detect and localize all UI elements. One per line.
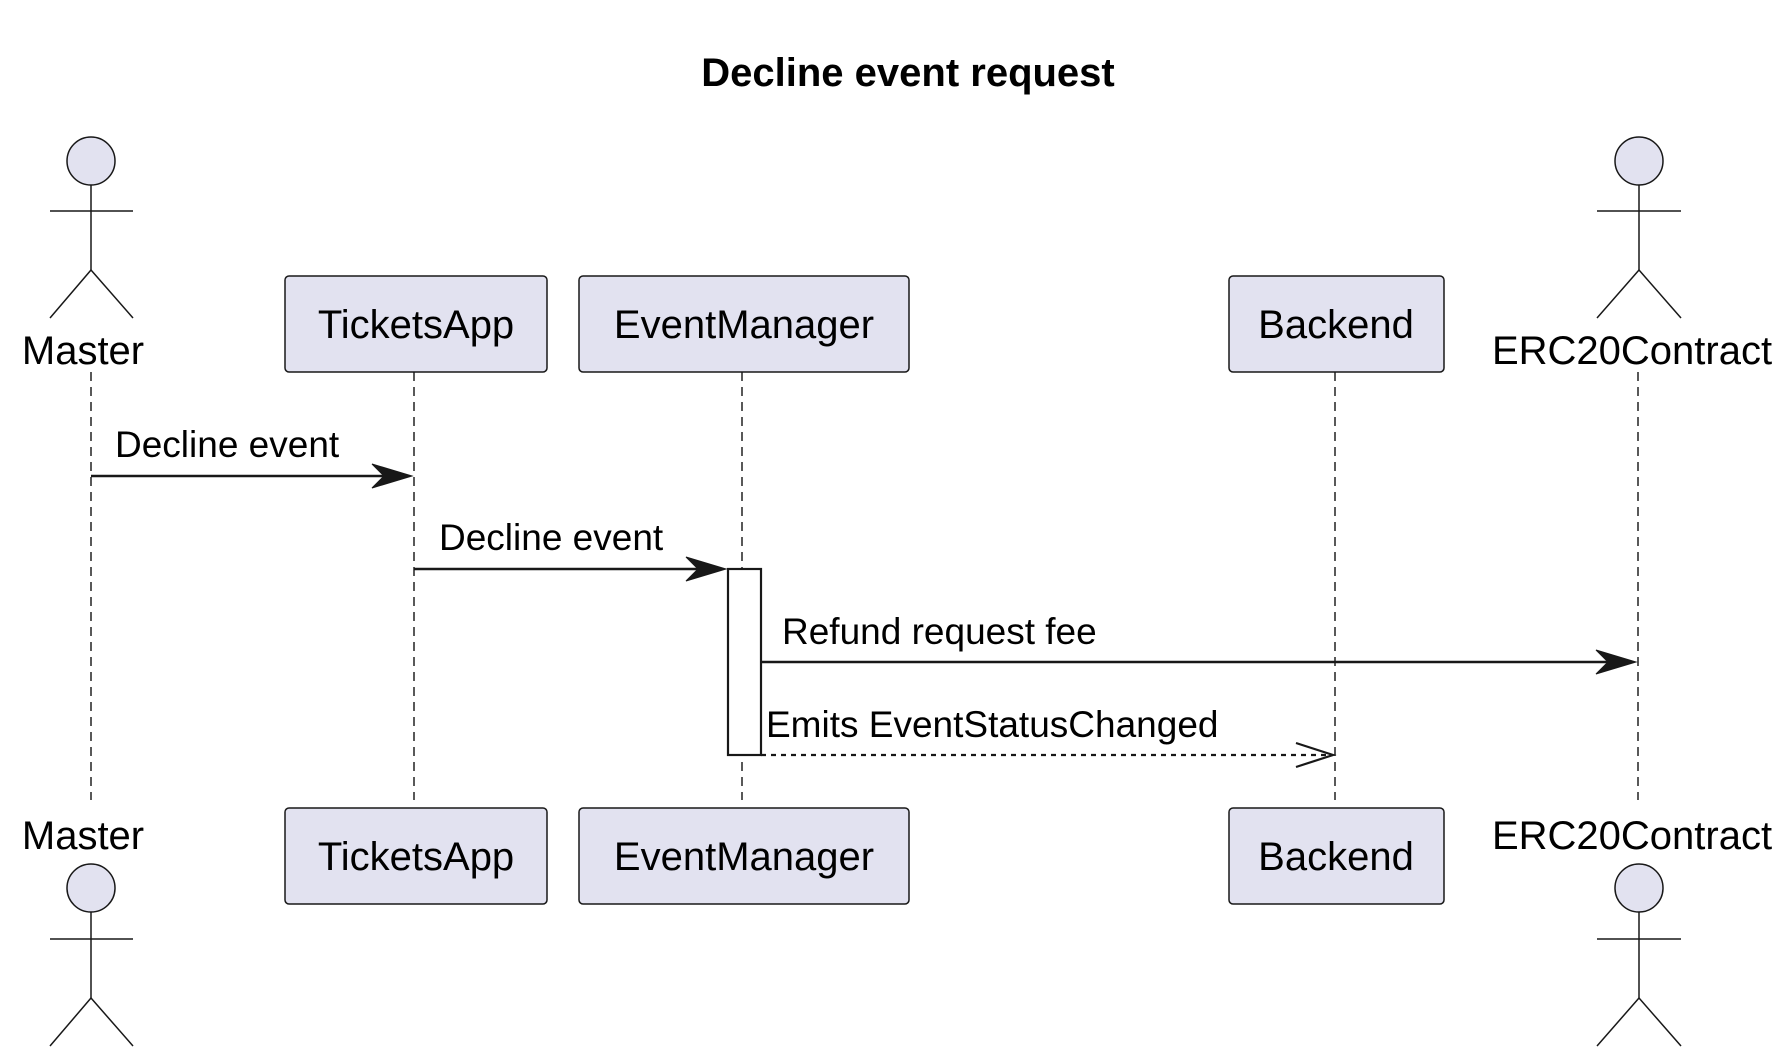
- participant-label: TicketsApp: [318, 303, 514, 347]
- message-2: Decline event: [414, 517, 728, 582]
- actor-icon: [1596, 136, 1682, 319]
- message-1: Decline event: [91, 424, 414, 489]
- message-4: Emits EventStatusChanged: [761, 704, 1337, 769]
- actor-label: ERC20Contract: [1492, 329, 1772, 373]
- message-label: Decline event: [439, 517, 664, 558]
- actor-erc20contract-bottom: ERC20Contract: [1492, 814, 1772, 1047]
- message-label: Decline event: [115, 424, 340, 465]
- message-label: Refund request fee: [782, 611, 1097, 652]
- actor-icon: [49, 863, 134, 1047]
- actor-master-top: Master: [22, 136, 144, 373]
- arrow-head: [1595, 649, 1638, 675]
- participant-backend-top: Backend: [1228, 275, 1445, 373]
- actor-label: Master: [22, 814, 144, 858]
- participant-ticketsapp-top: TicketsApp: [284, 275, 548, 373]
- arrow-head: [685, 556, 728, 582]
- participant-label: EventManager: [614, 303, 874, 347]
- participant-label: Backend: [1258, 835, 1414, 879]
- participant-backend-bottom: Backend: [1228, 807, 1445, 905]
- actor-icon: [1596, 863, 1682, 1047]
- actor-erc20contract-top: ERC20Contract: [1492, 136, 1772, 373]
- participant-label: Backend: [1258, 303, 1414, 347]
- arrow-head: [371, 463, 414, 489]
- actor-label: ERC20Contract: [1492, 814, 1772, 858]
- participant-eventmanager-top: EventManager: [578, 275, 910, 373]
- message-label: Emits EventStatusChanged: [766, 704, 1218, 745]
- participant-label: EventManager: [614, 835, 874, 879]
- activation-bar-eventmanager: [726, 567, 763, 757]
- participant-eventmanager-bottom: EventManager: [578, 807, 910, 905]
- participant-label: TicketsApp: [318, 835, 514, 879]
- participant-ticketsapp-bottom: TicketsApp: [284, 807, 548, 905]
- arrow-head: [1295, 741, 1337, 769]
- message-3: Refund request fee: [761, 611, 1638, 675]
- diagram-title: Decline event request: [701, 51, 1115, 95]
- actor-icon: [49, 136, 134, 319]
- actor-master-bottom: Master: [22, 814, 144, 1047]
- actor-label: Master: [22, 329, 144, 373]
